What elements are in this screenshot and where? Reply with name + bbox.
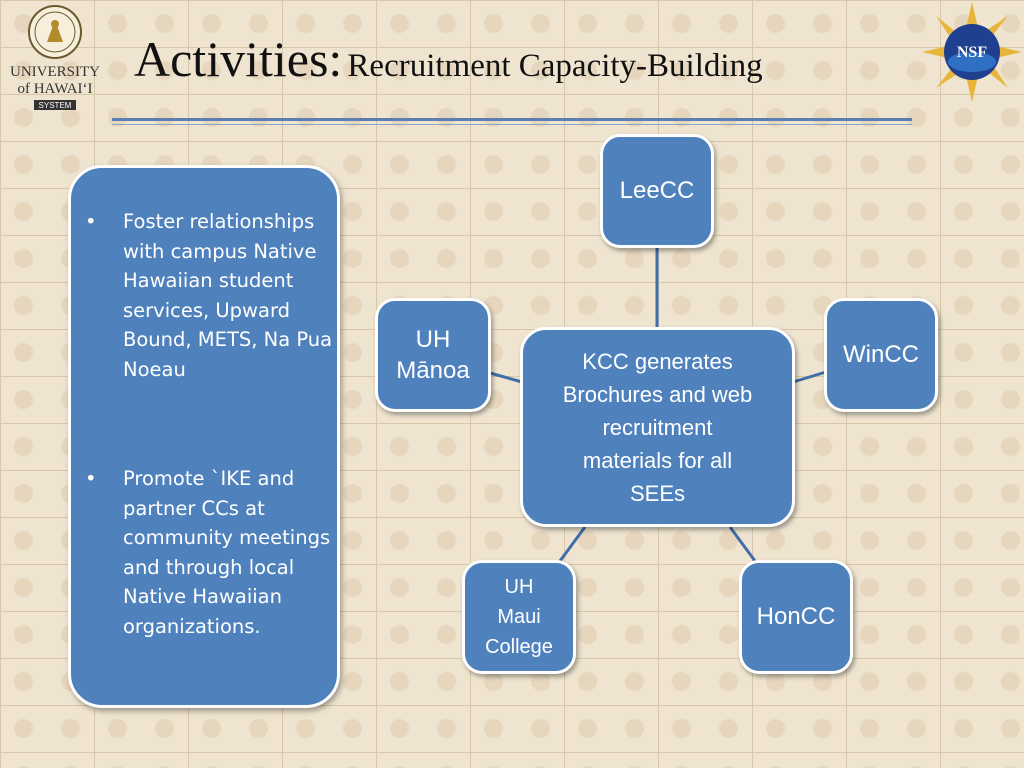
svg-text:of HAWAI‘I: of HAWAI‘I <box>17 81 92 97</box>
bullet-marker: • <box>85 210 97 233</box>
node-maui-line-1: UH <box>504 576 534 598</box>
svg-text:NSF: NSF <box>957 44 987 61</box>
center-line-2: Brochures and web <box>562 381 753 407</box>
title-divider-thin <box>112 124 912 125</box>
node-maui-line-3: College <box>485 636 553 658</box>
connector-maui <box>558 526 587 562</box>
svg-text:SYSTEM: SYSTEM <box>39 101 72 110</box>
node-wincc-label: WinCC <box>843 341 919 368</box>
node-honcc-label: HonCC <box>756 603 836 630</box>
center-line-4: materials for all <box>582 447 733 473</box>
kcc-center-node: KCC generates Brochures and web recruitm… <box>520 327 795 527</box>
node-uh-manoa: UH Mānoa <box>375 298 491 412</box>
svg-text:UNIVERSITY: UNIVERSITY <box>10 64 100 80</box>
connector-honcc <box>728 526 757 562</box>
connector-wincc <box>792 370 827 384</box>
title-main: Activities: <box>134 31 343 87</box>
university-of-hawaii-logo: UNIVERSITY of HAWAI‘I SYSTEM <box>4 2 106 112</box>
title-subtitle: Recruitment Capacity-Building <box>347 48 763 84</box>
activities-bullet-panel: • Foster relationships with campus Nativ… <box>68 165 340 708</box>
nsf-logo: NSF <box>920 0 1024 104</box>
center-line-5: SEEs <box>629 480 686 506</box>
node-uh-maui-college: UH Maui College <box>462 560 576 674</box>
title-divider <box>112 118 912 121</box>
center-line-1: KCC generates <box>582 348 733 374</box>
node-manoa-line-1: UH <box>415 326 451 353</box>
bullet-marker: • <box>85 467 97 490</box>
bullet-text-promote: Promote `IKE and partner CCs at communit… <box>123 467 331 638</box>
node-wincc: WinCC <box>824 298 938 412</box>
slide-title: Activities: Recruitment Capacity-Buildin… <box>134 30 763 88</box>
connector-manoa <box>489 371 523 384</box>
node-honcc: HonCC <box>739 560 853 674</box>
node-leecc: LeeCC <box>600 134 714 248</box>
node-maui-line-2: Maui <box>497 606 541 628</box>
node-leecc-label: LeeCC <box>619 177 695 204</box>
bullet-text-foster: Foster relationships with campus Native … <box>123 210 333 381</box>
node-manoa-line-2: Mānoa <box>396 357 470 384</box>
center-line-3: recruitment <box>602 414 713 440</box>
